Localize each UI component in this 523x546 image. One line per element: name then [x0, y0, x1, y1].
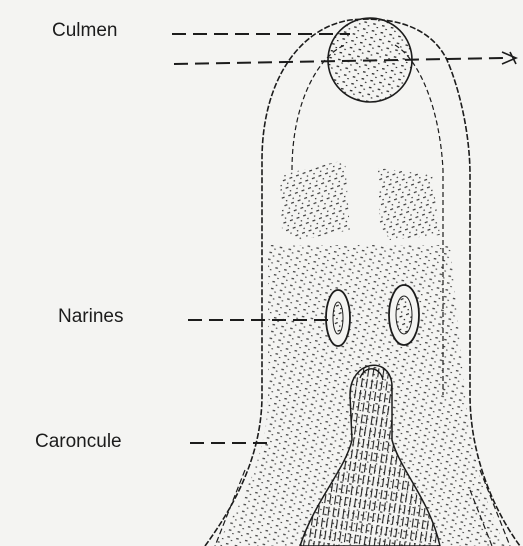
- upper-stipple-right: [378, 168, 440, 240]
- culmen-label: Culmen: [52, 20, 117, 42]
- axis-arrow-tip: [502, 52, 516, 64]
- narines-label: Narines: [58, 306, 123, 328]
- upper-stipple-left: [280, 160, 350, 240]
- caroncule-label: Caroncule: [35, 431, 122, 453]
